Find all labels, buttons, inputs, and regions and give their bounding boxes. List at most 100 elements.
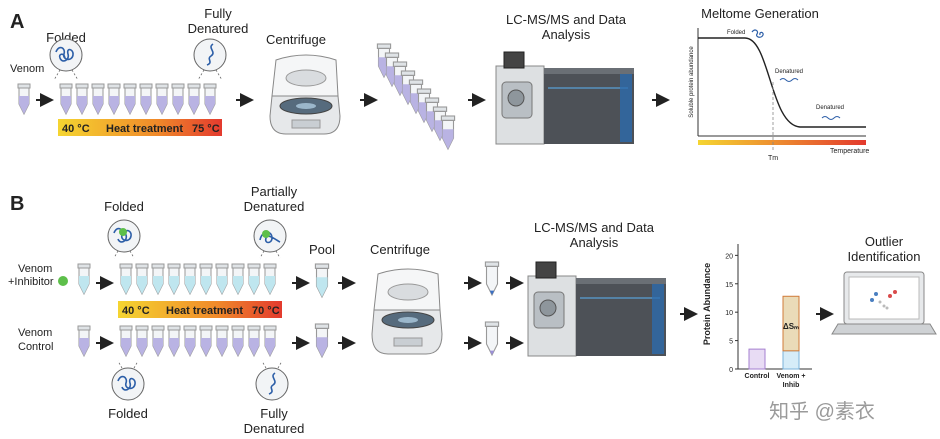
tube-icon: [119, 325, 133, 358]
tube-row-b-control: [77, 325, 277, 358]
venom-inhibitor-label-1: Venom: [18, 263, 52, 275]
tube-icon: [231, 263, 245, 296]
heat-end-a: 75 °C: [192, 123, 220, 135]
bar-category-control: Control: [745, 373, 770, 380]
outlier-label-1: Outlier: [865, 234, 904, 249]
tube-icon: [187, 83, 201, 116]
bar-y-tick: 5: [729, 339, 733, 346]
folded-protein-icon: [107, 219, 141, 259]
pellet-tubes: [484, 261, 500, 357]
venom-control-label-1: Venom: [18, 327, 52, 339]
outlier-label-2: Identification: [848, 249, 921, 264]
tube-icon: [183, 325, 197, 358]
folded-top-label: Folded: [104, 199, 144, 214]
partially-denatured-label-1: Partially: [251, 184, 298, 199]
watermark: 知乎 @素衣: [769, 400, 875, 423]
lcms-label-a-1: LC-MS/MS and Data: [506, 12, 627, 27]
tube-icon: [247, 325, 261, 358]
tube-icon: [263, 263, 277, 296]
tube-icon: [263, 325, 277, 358]
tube-stack: [376, 43, 456, 151]
bar-y-tick: 20: [725, 253, 733, 260]
tube-icon: [123, 83, 137, 116]
tube-icon: [167, 263, 181, 296]
pool-label: Pool: [309, 242, 335, 257]
inhibitor-dot-icon: [58, 276, 68, 286]
mass-spectrometer-icon: [495, 51, 634, 145]
bar-category-venom: Venom +: [777, 373, 806, 380]
bar: [748, 348, 766, 370]
centrifuge-label-a: Centrifuge: [266, 32, 326, 47]
tube-icon: [167, 325, 181, 358]
tm-label: Tm: [768, 155, 778, 162]
denatured-protein-icon: [821, 116, 841, 120]
denatured-protein-icon: [779, 78, 799, 82]
tube-icon: [151, 263, 165, 296]
tube-icon: [247, 263, 261, 296]
tube-icon: [75, 83, 89, 116]
protein-abundance-chart: Protein Abundance 0 5 10 15 20 Control Venom…: [702, 244, 812, 389]
heat-bar-b: 40 °C Heat treatment 70 °C: [118, 301, 282, 318]
meltome-denatured-1: Denatured: [775, 69, 803, 75]
venom-inhibitor-label-2: +Inhibitor: [8, 276, 54, 288]
heat-label-b: Heat treatment: [166, 305, 243, 317]
bar: [782, 350, 800, 370]
folded-bottom-label: Folded: [108, 406, 148, 421]
delta-label: ΔSₘ: [783, 322, 799, 331]
tube-icon: [135, 263, 149, 296]
tube-icon: [199, 263, 213, 296]
tube-icon: [231, 325, 245, 358]
tube-icon: [77, 263, 91, 296]
pool-tubes: [314, 263, 330, 359]
heat-end-b: 70 °C: [252, 305, 280, 317]
tube-icon: [215, 325, 229, 358]
centrifuge-icon: [371, 268, 443, 355]
lcms-label-b-1: LC-MS/MS and Data: [534, 220, 655, 235]
centrifuge-icon: [269, 54, 341, 135]
tube-icon: [484, 321, 500, 357]
heat-bar-a: 40 °C Heat treatment 75 °C: [58, 119, 222, 136]
bar-y-label: Protein Abundance: [702, 263, 712, 345]
centrifuge-label-b: Centrifuge: [370, 242, 430, 257]
tube-icon: [77, 325, 91, 358]
tube-icon: [151, 325, 165, 358]
folded-protein-icon: [751, 29, 764, 38]
meltome-chart: Meltome Generation Soluble protein abund…: [689, 6, 869, 162]
partially-denatured-label-2: Denatured: [244, 199, 305, 214]
panel-b-letter: B: [10, 193, 24, 215]
venom-label: Venom: [10, 63, 44, 75]
meltome-x-label: Temperature: [830, 148, 869, 155]
bar-y-tick: 0: [729, 367, 733, 374]
folded-protein-icon: [111, 360, 145, 401]
bar-y-tick: 15: [725, 282, 733, 289]
bar-y-tick: 10: [725, 310, 733, 317]
meltome-denatured-2: Denatured: [816, 105, 844, 111]
tube-icon: [314, 323, 330, 359]
meltome-y-label: Soluble protein abundance: [689, 46, 695, 118]
tube-icon: [183, 263, 197, 296]
venom-control-label-2: Control: [18, 341, 53, 353]
denatured-protein-icon: [193, 38, 227, 81]
tube-icon: [119, 263, 133, 296]
tube-icon: [440, 115, 456, 151]
tube-icon: [91, 83, 105, 116]
bar: [782, 295, 800, 352]
heat-start-b: 40 °C: [122, 305, 150, 317]
bar-category-inhib: Inhib: [783, 382, 800, 389]
lcms-label-a-2: Analysis: [542, 27, 591, 42]
tube-row-b-inhibitor: [77, 263, 277, 296]
tube-icon: [107, 83, 121, 116]
tube-icon: [17, 83, 31, 116]
fully-denatured-label-1: Fully: [204, 6, 232, 21]
panel-a-letter: A: [10, 11, 24, 33]
fully-denatured-b-label-1: Fully: [260, 406, 288, 421]
heat-start-a: 40 °C: [62, 123, 90, 135]
tube-icon: [155, 83, 169, 116]
tube-icon: [139, 83, 153, 116]
mass-spectrometer-icon: [527, 261, 666, 357]
folded-label: Folded: [46, 30, 86, 45]
meltome-folded: Folded: [727, 30, 745, 36]
melting-curve: [698, 37, 866, 128]
partially-denatured-protein-icon: [253, 219, 287, 259]
